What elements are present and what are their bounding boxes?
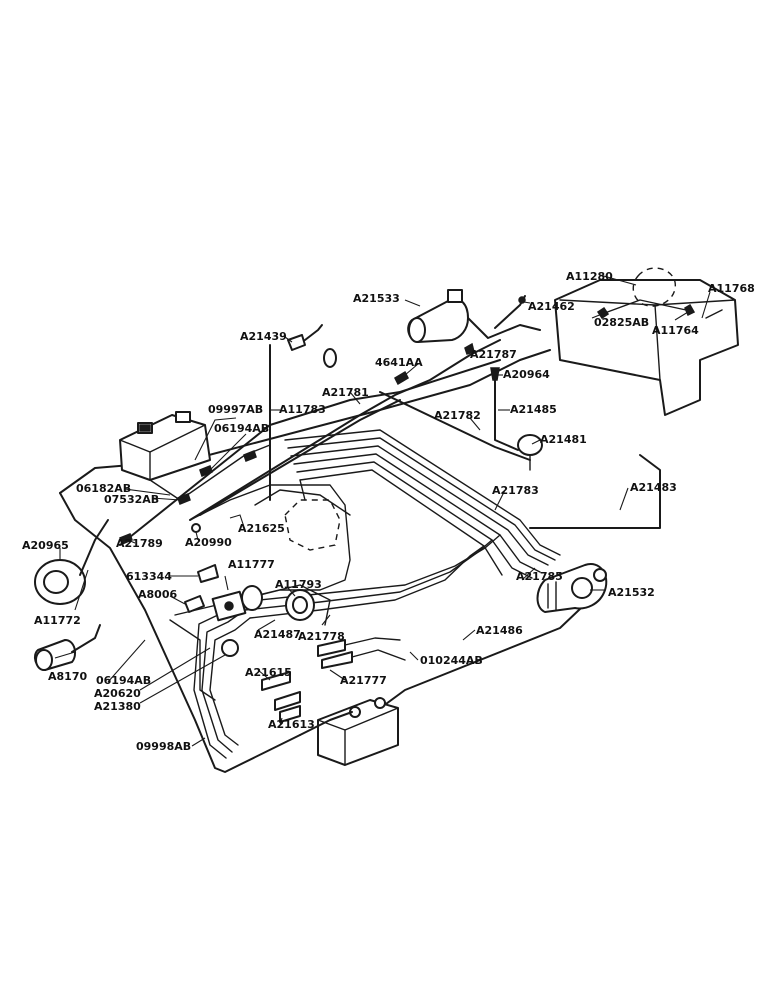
ignition-switch xyxy=(211,585,263,622)
label-a21439: A21439 xyxy=(240,330,287,343)
label-a21486: A21486 xyxy=(476,624,523,637)
main-harness-bundle xyxy=(193,429,561,759)
label-a21462: A21462 xyxy=(528,300,575,313)
control-panel-outline xyxy=(169,484,351,701)
label-a21533: A21533 xyxy=(353,292,400,305)
connector-613344 xyxy=(184,564,219,613)
label-09997ab: 09997AB xyxy=(208,403,263,416)
label-a20964: A20964 xyxy=(503,368,550,381)
horn xyxy=(34,519,109,605)
label-010244ab: 010244AB xyxy=(420,654,483,667)
label-06194ab-top: 06194AB xyxy=(214,422,269,435)
label-a21785: A21785 xyxy=(516,570,563,583)
label-a21625: A21625 xyxy=(238,522,285,535)
label-a11777: A11777 xyxy=(228,558,275,571)
label-a21613: A21613 xyxy=(268,718,315,731)
label-a11764: A11764 xyxy=(652,324,699,337)
part-labels: A11280 A11768 A21533 A21462 02825AB A117… xyxy=(22,270,755,753)
battery-top xyxy=(119,411,211,481)
label-a21380: A21380 xyxy=(94,700,141,713)
leader-lines xyxy=(54,274,711,747)
label-a20620: A20620 xyxy=(94,687,141,700)
sender-a20964 xyxy=(490,367,500,381)
label-a21782: A21782 xyxy=(434,409,481,422)
label-4641aa: 4641AA xyxy=(375,356,423,369)
label-09998ab: 09998AB xyxy=(136,740,191,753)
label-a21615: A21615 xyxy=(245,666,292,679)
label-06182ab: 06182AB xyxy=(76,482,131,495)
label-06194ab-bottom: 06194AB xyxy=(96,674,151,687)
label-a21483: A21483 xyxy=(630,481,677,494)
label-a21787: A21787 xyxy=(470,348,517,361)
label-a8170: A8170 xyxy=(48,670,87,683)
tail-light xyxy=(33,624,101,671)
harness-frame xyxy=(59,349,661,773)
label-02825ab: 02825AB xyxy=(594,316,649,329)
fuel-tank xyxy=(554,267,739,416)
label-a11783: A11783 xyxy=(279,403,326,416)
terminal-blocks xyxy=(261,637,406,723)
label-a21532: A21532 xyxy=(608,586,655,599)
label-a21783: A21783 xyxy=(492,484,539,497)
label-a21481: A21481 xyxy=(540,433,587,446)
label-a21485: A21485 xyxy=(510,403,557,416)
label-a11772: A11772 xyxy=(34,614,81,627)
label-a11280: A11280 xyxy=(566,270,613,283)
relay-a21481 xyxy=(494,379,543,471)
label-613344: 613344 xyxy=(126,570,172,583)
label-07532ab: 07532AB xyxy=(104,493,159,506)
battery-bottom xyxy=(299,697,399,766)
starter-top xyxy=(407,289,541,343)
label-a21781: A21781 xyxy=(322,386,369,399)
label-a21777: A21777 xyxy=(340,674,387,687)
gauge-a21487 xyxy=(285,589,315,621)
label-a11768: A11768 xyxy=(708,282,755,295)
label-a21789: A21789 xyxy=(116,537,163,550)
inline-plugs xyxy=(119,444,271,545)
label-a20965: A20965 xyxy=(22,539,69,552)
label-a21487: A21487 xyxy=(254,628,301,641)
label-a8006: A8006 xyxy=(138,588,177,601)
label-a11793: A11793 xyxy=(275,578,322,591)
label-a21778: A21778 xyxy=(298,630,345,643)
starter-right xyxy=(536,563,608,613)
gauge-a20990 xyxy=(191,523,239,657)
harness-top-cable xyxy=(189,339,501,521)
label-a20990: A20990 xyxy=(185,536,232,549)
